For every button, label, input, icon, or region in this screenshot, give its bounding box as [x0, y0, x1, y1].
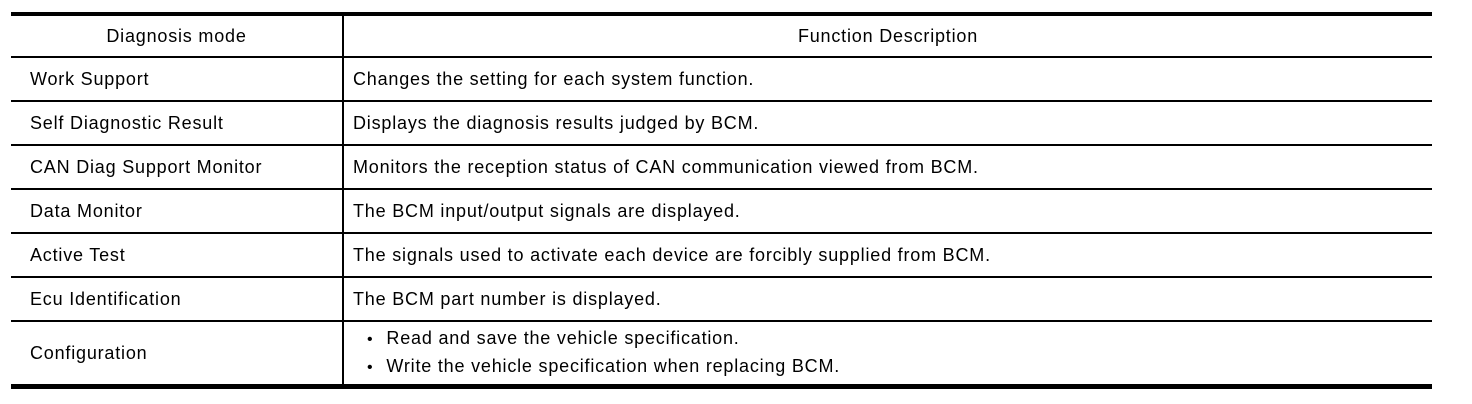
table-row: Configuration • Read and save the vehicl…: [11, 322, 1432, 384]
function-description-cell: Changes the setting for each system func…: [344, 58, 1432, 100]
diagnosis-mode-header-label: Diagnosis mode: [106, 25, 247, 46]
list-item: • Write the vehicle specification when r…: [353, 353, 840, 381]
diagnosis-mode-value: CAN Diag Support Monitor: [30, 156, 263, 177]
function-description-value: The BCM part number is displayed.: [353, 288, 662, 309]
function-description-header: Function Description: [344, 16, 1432, 56]
function-description-cell: Displays the diagnosis results judged by…: [344, 102, 1432, 144]
table-row: CAN Diag Support Monitor Monitors the re…: [11, 146, 1432, 190]
diagnosis-mode-value: Active Test: [30, 244, 126, 265]
diagnosis-mode-cell: CAN Diag Support Monitor: [11, 146, 344, 188]
diagnosis-mode-value: Data Monitor: [30, 200, 143, 221]
function-description-value: The signals used to activate each device…: [353, 244, 991, 265]
bullet-icon: •: [367, 331, 374, 348]
table-row: Active Test The signals used to activate…: [11, 234, 1432, 278]
table-header-row: Diagnosis mode Function Description: [11, 16, 1432, 58]
function-description-value: The BCM input/output signals are display…: [353, 200, 741, 221]
table-row: Data Monitor The BCM input/output signal…: [11, 190, 1432, 234]
table-row: Work Support Changes the setting for eac…: [11, 58, 1432, 102]
table-row: Ecu Identification The BCM part number i…: [11, 278, 1432, 322]
diagnosis-mode-cell: Ecu Identification: [11, 278, 344, 320]
diagnosis-mode-cell: Work Support: [11, 58, 344, 100]
diagnosis-mode-value: Ecu Identification: [30, 288, 182, 309]
function-description-cell: • Read and save the vehicle specificatio…: [344, 322, 1432, 384]
function-description-cell: The BCM input/output signals are display…: [344, 190, 1432, 232]
function-description-value: Displays the diagnosis results judged by…: [353, 112, 760, 133]
diagnosis-mode-header: Diagnosis mode: [11, 16, 344, 56]
diagnosis-mode-value: Work Support: [30, 68, 150, 89]
function-description-cell: The signals used to activate each device…: [344, 234, 1432, 276]
bullet-item-text: Write the vehicle specification when rep…: [386, 356, 841, 376]
diagnosis-mode-value: Self Diagnostic Result: [30, 112, 224, 133]
bullet-list: • Read and save the vehicle specificatio…: [353, 325, 840, 381]
diagnosis-mode-value: Configuration: [30, 342, 148, 363]
diagnosis-mode-cell: Self Diagnostic Result: [11, 102, 344, 144]
diagnosis-mode-cell: Configuration: [11, 322, 344, 384]
diagnosis-mode-cell: Active Test: [11, 234, 344, 276]
table-row: Self Diagnostic Result Displays the diag…: [11, 102, 1432, 146]
function-description-header-label: Function Description: [797, 25, 979, 46]
diagnosis-mode-cell: Data Monitor: [11, 190, 344, 232]
function-description-cell: Monitors the reception status of CAN com…: [344, 146, 1432, 188]
diagnosis-mode-table: Diagnosis mode Function Description Work…: [11, 12, 1432, 389]
bullet-item-text: Read and save the vehicle specification.: [386, 328, 740, 348]
bullet-icon: •: [367, 359, 374, 376]
function-description-value: Changes the setting for each system func…: [353, 68, 755, 89]
list-item: • Read and save the vehicle specificatio…: [353, 325, 840, 353]
function-description-cell: The BCM part number is displayed.: [344, 278, 1432, 320]
function-description-value: Monitors the reception status of CAN com…: [353, 156, 979, 177]
